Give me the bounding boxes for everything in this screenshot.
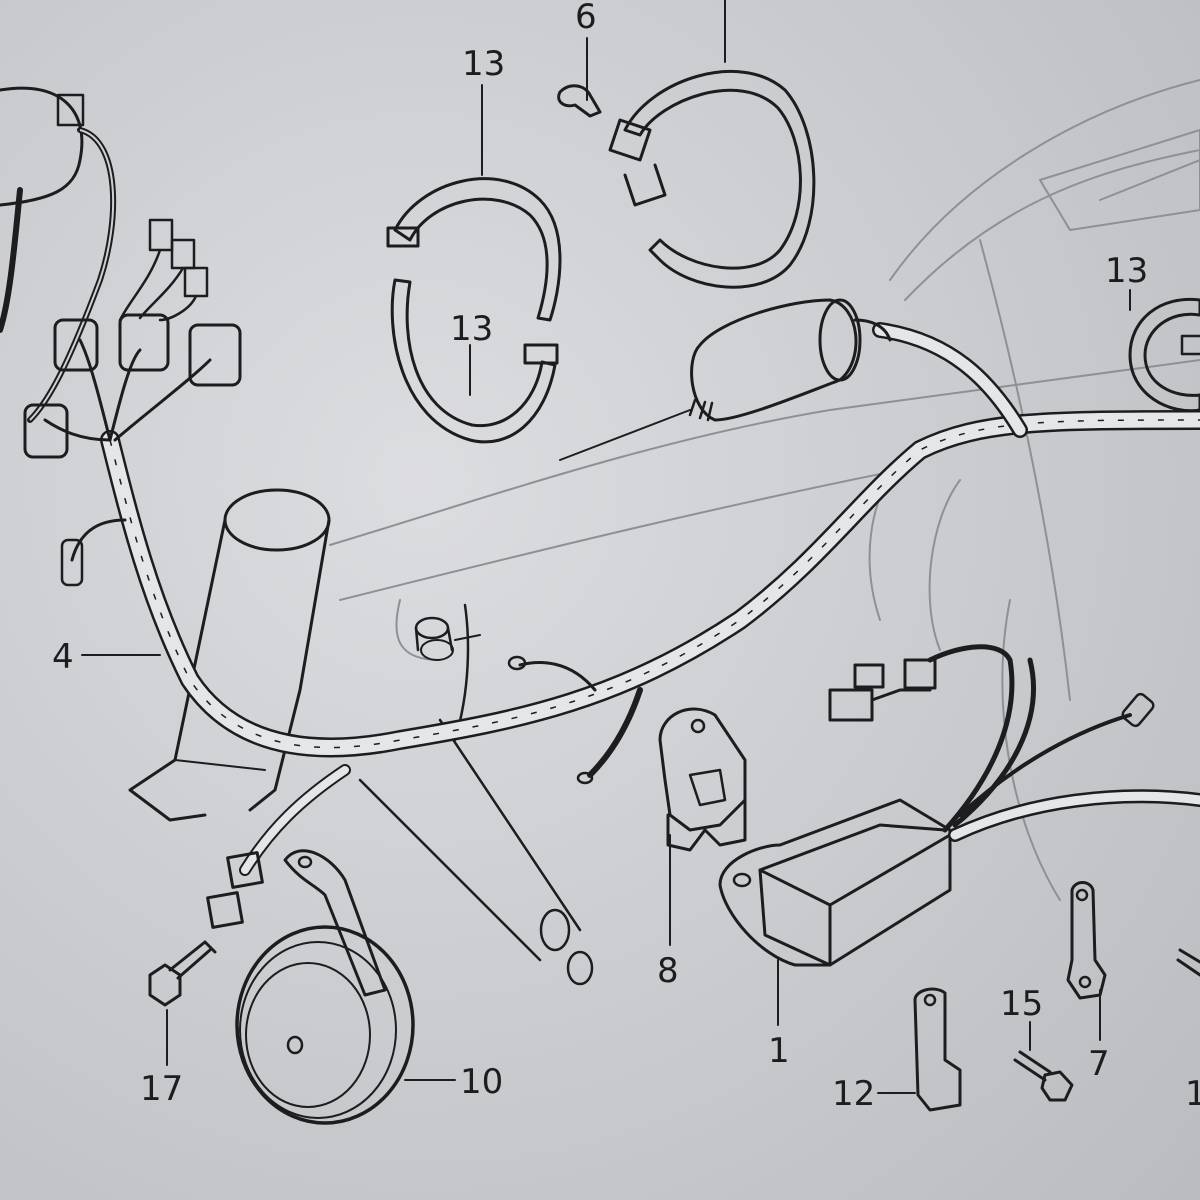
callout-13-right: 13 xyxy=(1105,251,1148,291)
callout-13-top: 13 xyxy=(462,44,505,84)
callout-17: 17 xyxy=(140,1069,183,1109)
bolt-15 xyxy=(1013,1050,1074,1102)
callout-8: 8 xyxy=(657,951,679,991)
leader-lines xyxy=(81,0,1131,1094)
regulator-rectifier xyxy=(718,644,1200,967)
bracket-7 xyxy=(1066,881,1107,1000)
callout-13-mid: 13 xyxy=(450,309,493,349)
bolt-17 xyxy=(148,940,217,1007)
callout-15: 15 xyxy=(1000,984,1043,1024)
clip-6 xyxy=(557,84,602,118)
callout-cut-right: 1 xyxy=(1185,1074,1200,1114)
callout-6: 6 xyxy=(575,0,597,37)
callout-12: 12 xyxy=(832,1074,875,1114)
band-large xyxy=(608,69,816,289)
connector-cluster xyxy=(23,218,242,587)
band-13-lower xyxy=(390,278,559,444)
ignition-coil xyxy=(0,86,117,423)
frame-boss xyxy=(414,616,481,661)
horn xyxy=(206,849,415,1125)
callout-7: 7 xyxy=(1088,1044,1110,1084)
wire-harness xyxy=(23,218,1200,876)
right-edge-part xyxy=(1176,948,1200,977)
callout-1: 1 xyxy=(768,1031,790,1071)
callouts: 13 6 13 13 4 8 1 17 10 15 7 12 1 xyxy=(52,0,1200,1114)
callout-10: 10 xyxy=(460,1062,503,1102)
band-13-upper xyxy=(386,177,562,322)
bracket-12 xyxy=(913,987,962,1112)
condenser xyxy=(559,298,892,461)
bracket-8 xyxy=(658,707,747,852)
callout-4: 4 xyxy=(52,637,74,677)
band-13-right xyxy=(1128,297,1200,413)
